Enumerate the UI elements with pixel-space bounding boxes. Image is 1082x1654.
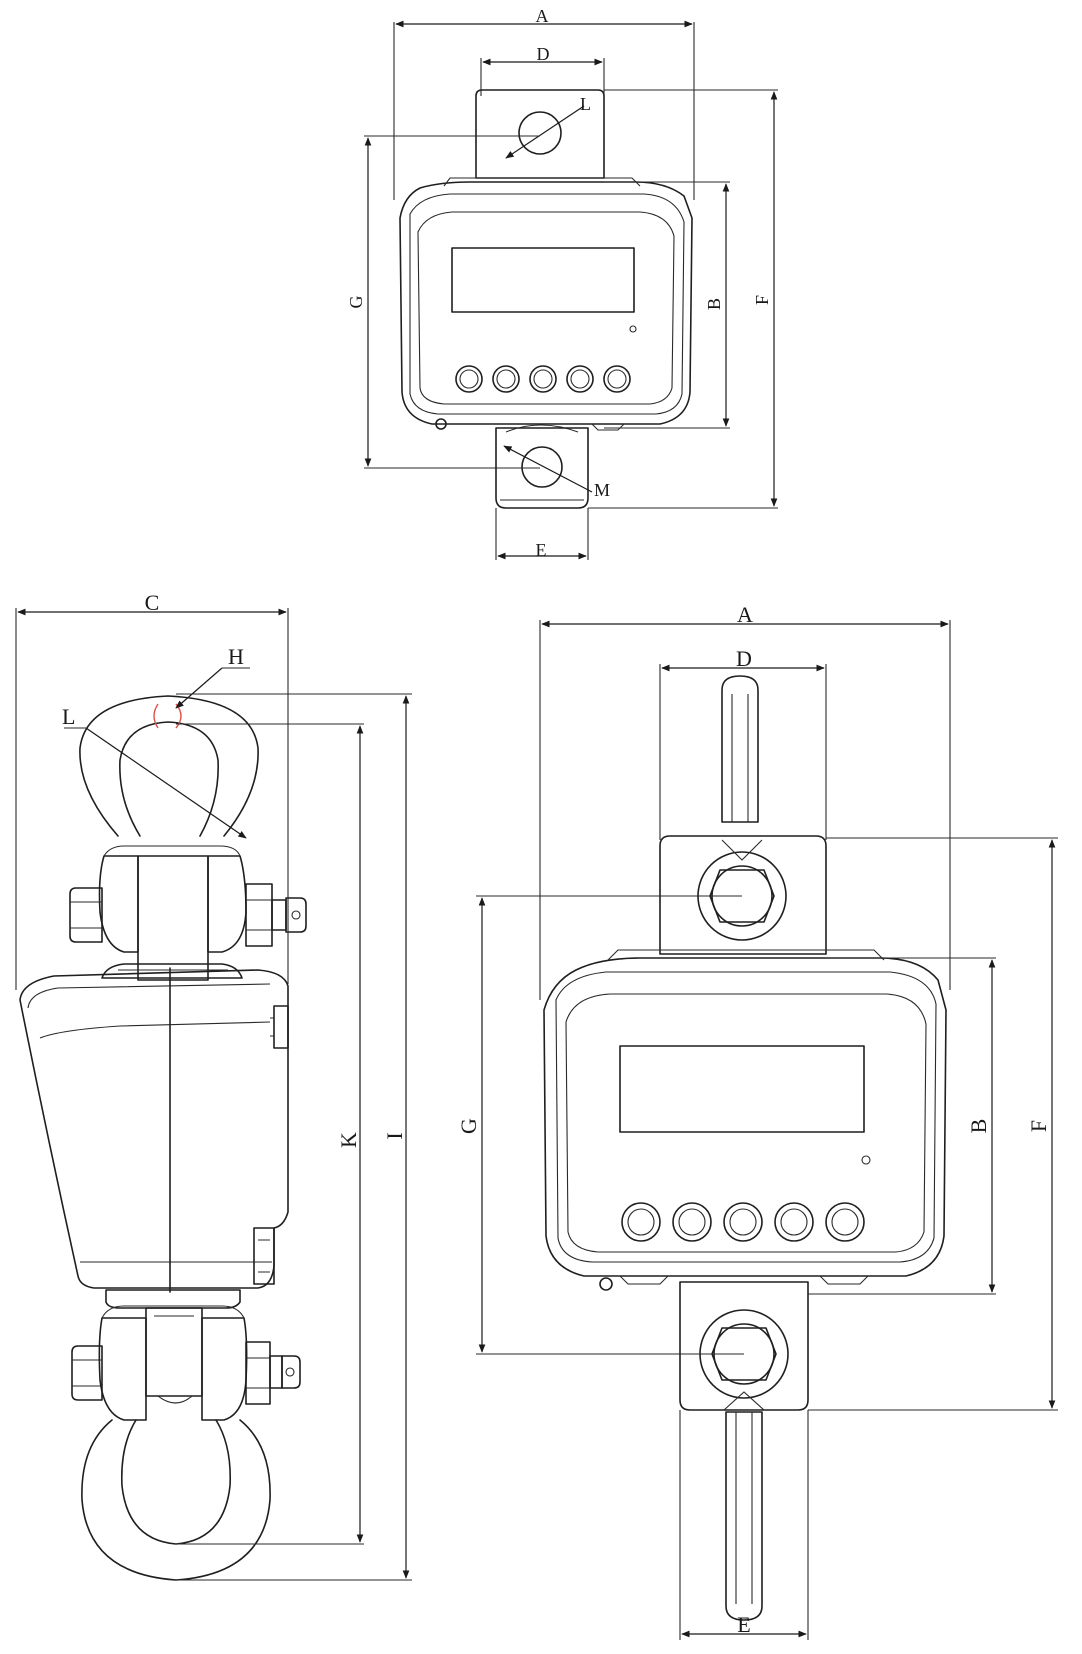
- front-b-label: B: [966, 1119, 991, 1134]
- side-k-label: K: [336, 1132, 361, 1148]
- front-view-buttons: [621, 1202, 865, 1242]
- side-c-label: C: [145, 590, 160, 615]
- front-a-label: A: [737, 602, 753, 627]
- top-view-buttons: [455, 365, 631, 393]
- top-g-label: G: [346, 296, 366, 309]
- top-m-label: M: [594, 480, 610, 500]
- top-b-label: B: [704, 298, 724, 310]
- side-i-label: I: [382, 1132, 407, 1139]
- front-d-label: D: [736, 646, 752, 671]
- front-e-label: E: [737, 1612, 750, 1637]
- side-h-label: H: [228, 644, 244, 669]
- top-a-label: A: [536, 6, 549, 26]
- top-view: A D L G B F M E: [346, 6, 778, 560]
- side-l-label: L: [62, 704, 75, 729]
- front-g-label: G: [456, 1118, 481, 1134]
- top-e-label: E: [536, 540, 547, 560]
- top-f-label: F: [752, 295, 772, 305]
- top-d-label: D: [537, 44, 550, 64]
- side-view: C H L K I: [15, 590, 412, 1581]
- front-view: A D G B F E: [456, 602, 1058, 1640]
- front-f-label: F: [1026, 1120, 1051, 1132]
- top-l-label: L: [580, 94, 591, 114]
